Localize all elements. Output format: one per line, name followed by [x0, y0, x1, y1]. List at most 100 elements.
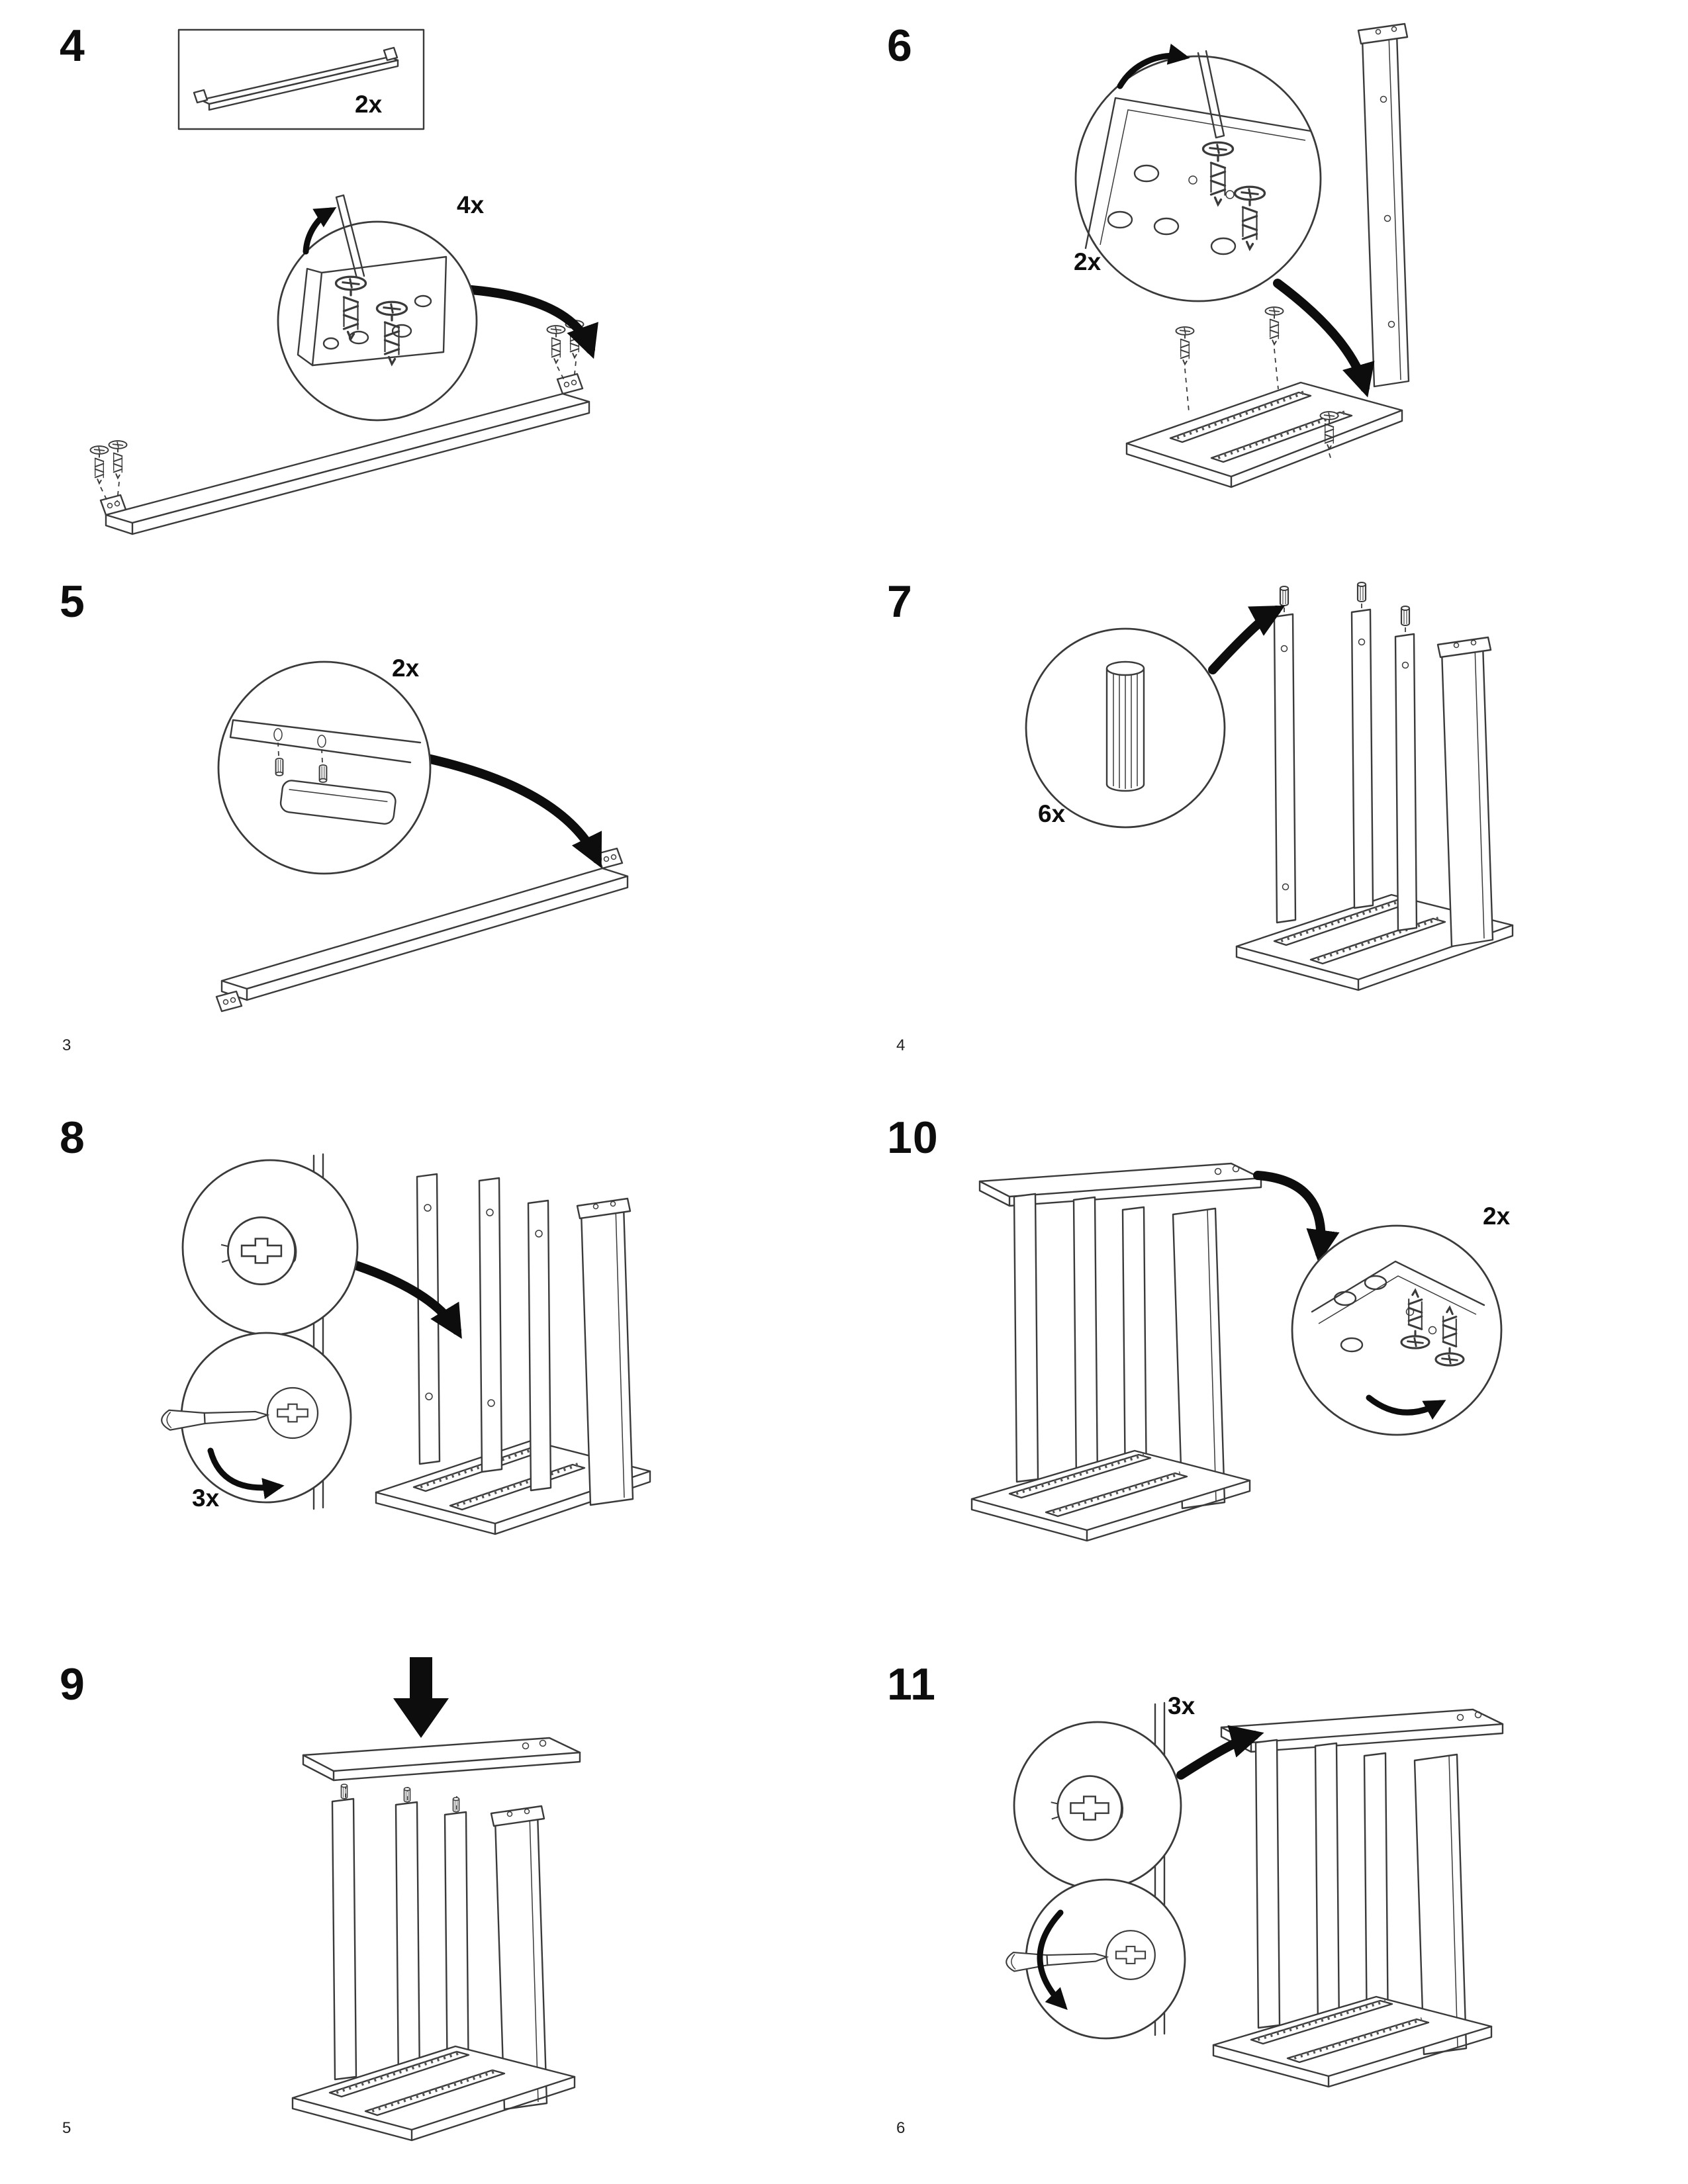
dowel-pin-icon — [340, 1784, 348, 1799]
dowel-pin-icon — [403, 1787, 411, 1803]
fluted-dowel — [1105, 660, 1145, 792]
step-number: 9 — [60, 1659, 85, 1709]
page-number: 5 — [62, 2119, 71, 2137]
dowel-pin-icon — [1400, 605, 1411, 627]
rotation-arrow — [207, 1447, 285, 1500]
step-11-illustration: 3x — [1005, 1692, 1504, 2088]
pointer-arrow — [1273, 279, 1375, 398]
drawer-rail — [1286, 2017, 1430, 2064]
detail-circle — [1074, 43, 1322, 302]
upright-post — [1254, 1739, 1281, 2029]
base-panel — [291, 2045, 576, 2142]
mounting-screws — [89, 320, 585, 504]
page-number: 4 — [896, 1036, 906, 1054]
drawer-rail — [1008, 1453, 1152, 1499]
drawer-rail — [1045, 1471, 1188, 1518]
step-number: 6 — [887, 21, 913, 71]
detail-circle — [277, 194, 478, 422]
side-panel — [1172, 1207, 1226, 1510]
detail-circle — [1013, 1721, 1182, 1890]
rotation-arrow — [303, 207, 337, 255]
quantity-label: 4x — [457, 191, 485, 218]
dowel-pin-icon — [452, 1797, 460, 1813]
quantity-label: 6x — [1038, 800, 1066, 827]
upright-post — [1013, 1193, 1039, 1483]
step-number: 8 — [60, 1113, 85, 1163]
base-panel — [970, 1449, 1251, 1542]
upright-post — [1273, 585, 1297, 924]
screwdriver — [335, 194, 365, 279]
panel-corner-underside — [1084, 97, 1312, 255]
step-9: 9 — [60, 1648, 708, 2177]
rail-part-thumbnail — [193, 46, 399, 111]
detail-circle — [1025, 627, 1226, 829]
step-number: 4 — [60, 21, 85, 71]
step-5: 5 — [60, 576, 708, 1046]
upright-post — [395, 1787, 421, 2085]
base-screws — [1175, 306, 1339, 463]
step-10-illustration: 2x — [970, 1162, 1511, 1542]
step-6-illustration: 2x — [1074, 23, 1410, 488]
upright-post — [478, 1177, 503, 1473]
page-number: 6 — [896, 2119, 906, 2137]
quantity-label: 3x — [1168, 1692, 1196, 1719]
upright-post — [1394, 605, 1418, 932]
base-panel — [1235, 893, 1514, 991]
upright-post — [416, 1173, 441, 1465]
side-panel — [490, 1805, 548, 2111]
screw-icon — [1175, 326, 1195, 365]
rail — [99, 373, 590, 535]
quantity-label: 3x — [192, 1484, 220, 1512]
step-8: 8 — [60, 1112, 708, 1641]
step-number: 11 — [887, 1659, 936, 1709]
cam-lock-icon — [1105, 1930, 1156, 1980]
upright-post — [527, 1199, 552, 1492]
rotation-arrow — [1117, 43, 1190, 89]
step-8-illustration: 3x — [160, 1153, 651, 1535]
pointer-arrow — [1176, 1725, 1264, 1780]
step-number: 5 — [60, 576, 85, 627]
end-cap — [275, 742, 397, 825]
drawer-rail — [1169, 390, 1312, 443]
quantity-label: 2x — [355, 91, 383, 118]
base-panel — [375, 1439, 651, 1535]
side-panel — [1357, 23, 1410, 388]
screw-icon — [546, 325, 566, 364]
step-4-illustration: 2x — [89, 28, 598, 535]
detail-circle — [181, 1159, 359, 1336]
step-number: 10 — [887, 1113, 939, 1163]
screw-icon — [89, 445, 109, 484]
screw-icon — [1264, 306, 1284, 345]
drawer-rail — [1210, 410, 1353, 463]
detail-circle — [217, 660, 432, 875]
rotation-arrow — [1366, 1394, 1446, 1420]
panel-corner-underside — [1311, 1260, 1485, 1353]
down-arrow — [393, 1657, 449, 1738]
dowel-pin-icon — [1356, 581, 1367, 603]
step-number: 7 — [887, 576, 913, 627]
pointer-arrow — [1208, 605, 1286, 674]
pointer-arrow — [352, 1261, 462, 1339]
rail — [215, 847, 629, 1013]
step-4: 4 2x — [60, 20, 708, 576]
drawer-rail — [1250, 1999, 1393, 2045]
upright-post — [1314, 1742, 1340, 2032]
pointer-arrow — [467, 285, 598, 359]
base-panel — [1212, 1995, 1493, 2088]
pointer-arrow — [423, 754, 602, 868]
upright-post — [331, 1784, 357, 2081]
drawer-rail — [364, 2068, 506, 2116]
rail-corner — [229, 719, 422, 764]
quantity-label: 2x — [1483, 1203, 1511, 1230]
upright-post — [1072, 1196, 1099, 1486]
rotation-arrow — [1037, 1909, 1068, 2010]
quantity-label: 2x — [392, 655, 420, 682]
step-7: 7 — [887, 576, 1556, 1046]
detail-circle — [1291, 1224, 1503, 1436]
step-10: 10 — [887, 1112, 1556, 1641]
dowel-pin-icon — [1279, 585, 1289, 607]
detail-circle — [1005, 1878, 1186, 2040]
pointer-arrow — [1253, 1171, 1340, 1263]
quantity-label: 2x — [1074, 248, 1102, 275]
parts-box: 2x — [177, 28, 425, 130]
